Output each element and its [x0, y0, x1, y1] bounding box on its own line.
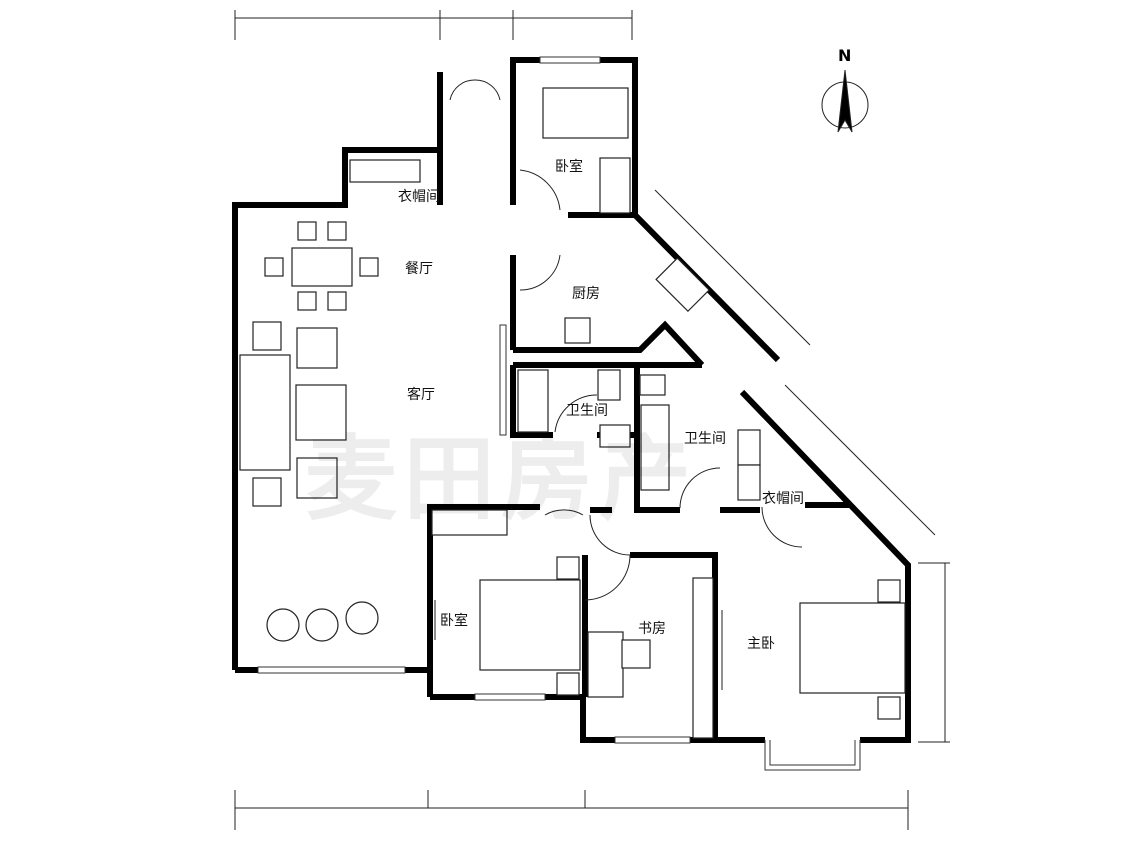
compass-icon: [821, 69, 869, 133]
label-master-bedroom: 主卧: [747, 636, 775, 652]
label-bedroom-top: 卧室: [555, 159, 583, 175]
windows: [257, 56, 861, 771]
label-living: 客厅: [407, 387, 435, 403]
watermark: 麦田房产: [305, 426, 698, 533]
doors: [434, 79, 803, 690]
furniture: [239, 87, 906, 739]
dimension-lines: [234, 10, 950, 830]
label-kitchen: 厨房: [572, 286, 600, 302]
label-dining: 餐厅: [405, 261, 433, 277]
label-cloakroom-left: 衣帽间: [398, 189, 440, 205]
label-bedroom-bottom: 卧室: [440, 613, 468, 629]
label-bathroom-2: 卫生间: [684, 431, 726, 447]
label-bathroom-1: 卫生间: [566, 403, 608, 419]
label-cloakroom-right: 衣帽间: [762, 491, 804, 507]
label-study: 书房: [638, 621, 666, 637]
compass-north-label: N: [838, 46, 852, 65]
